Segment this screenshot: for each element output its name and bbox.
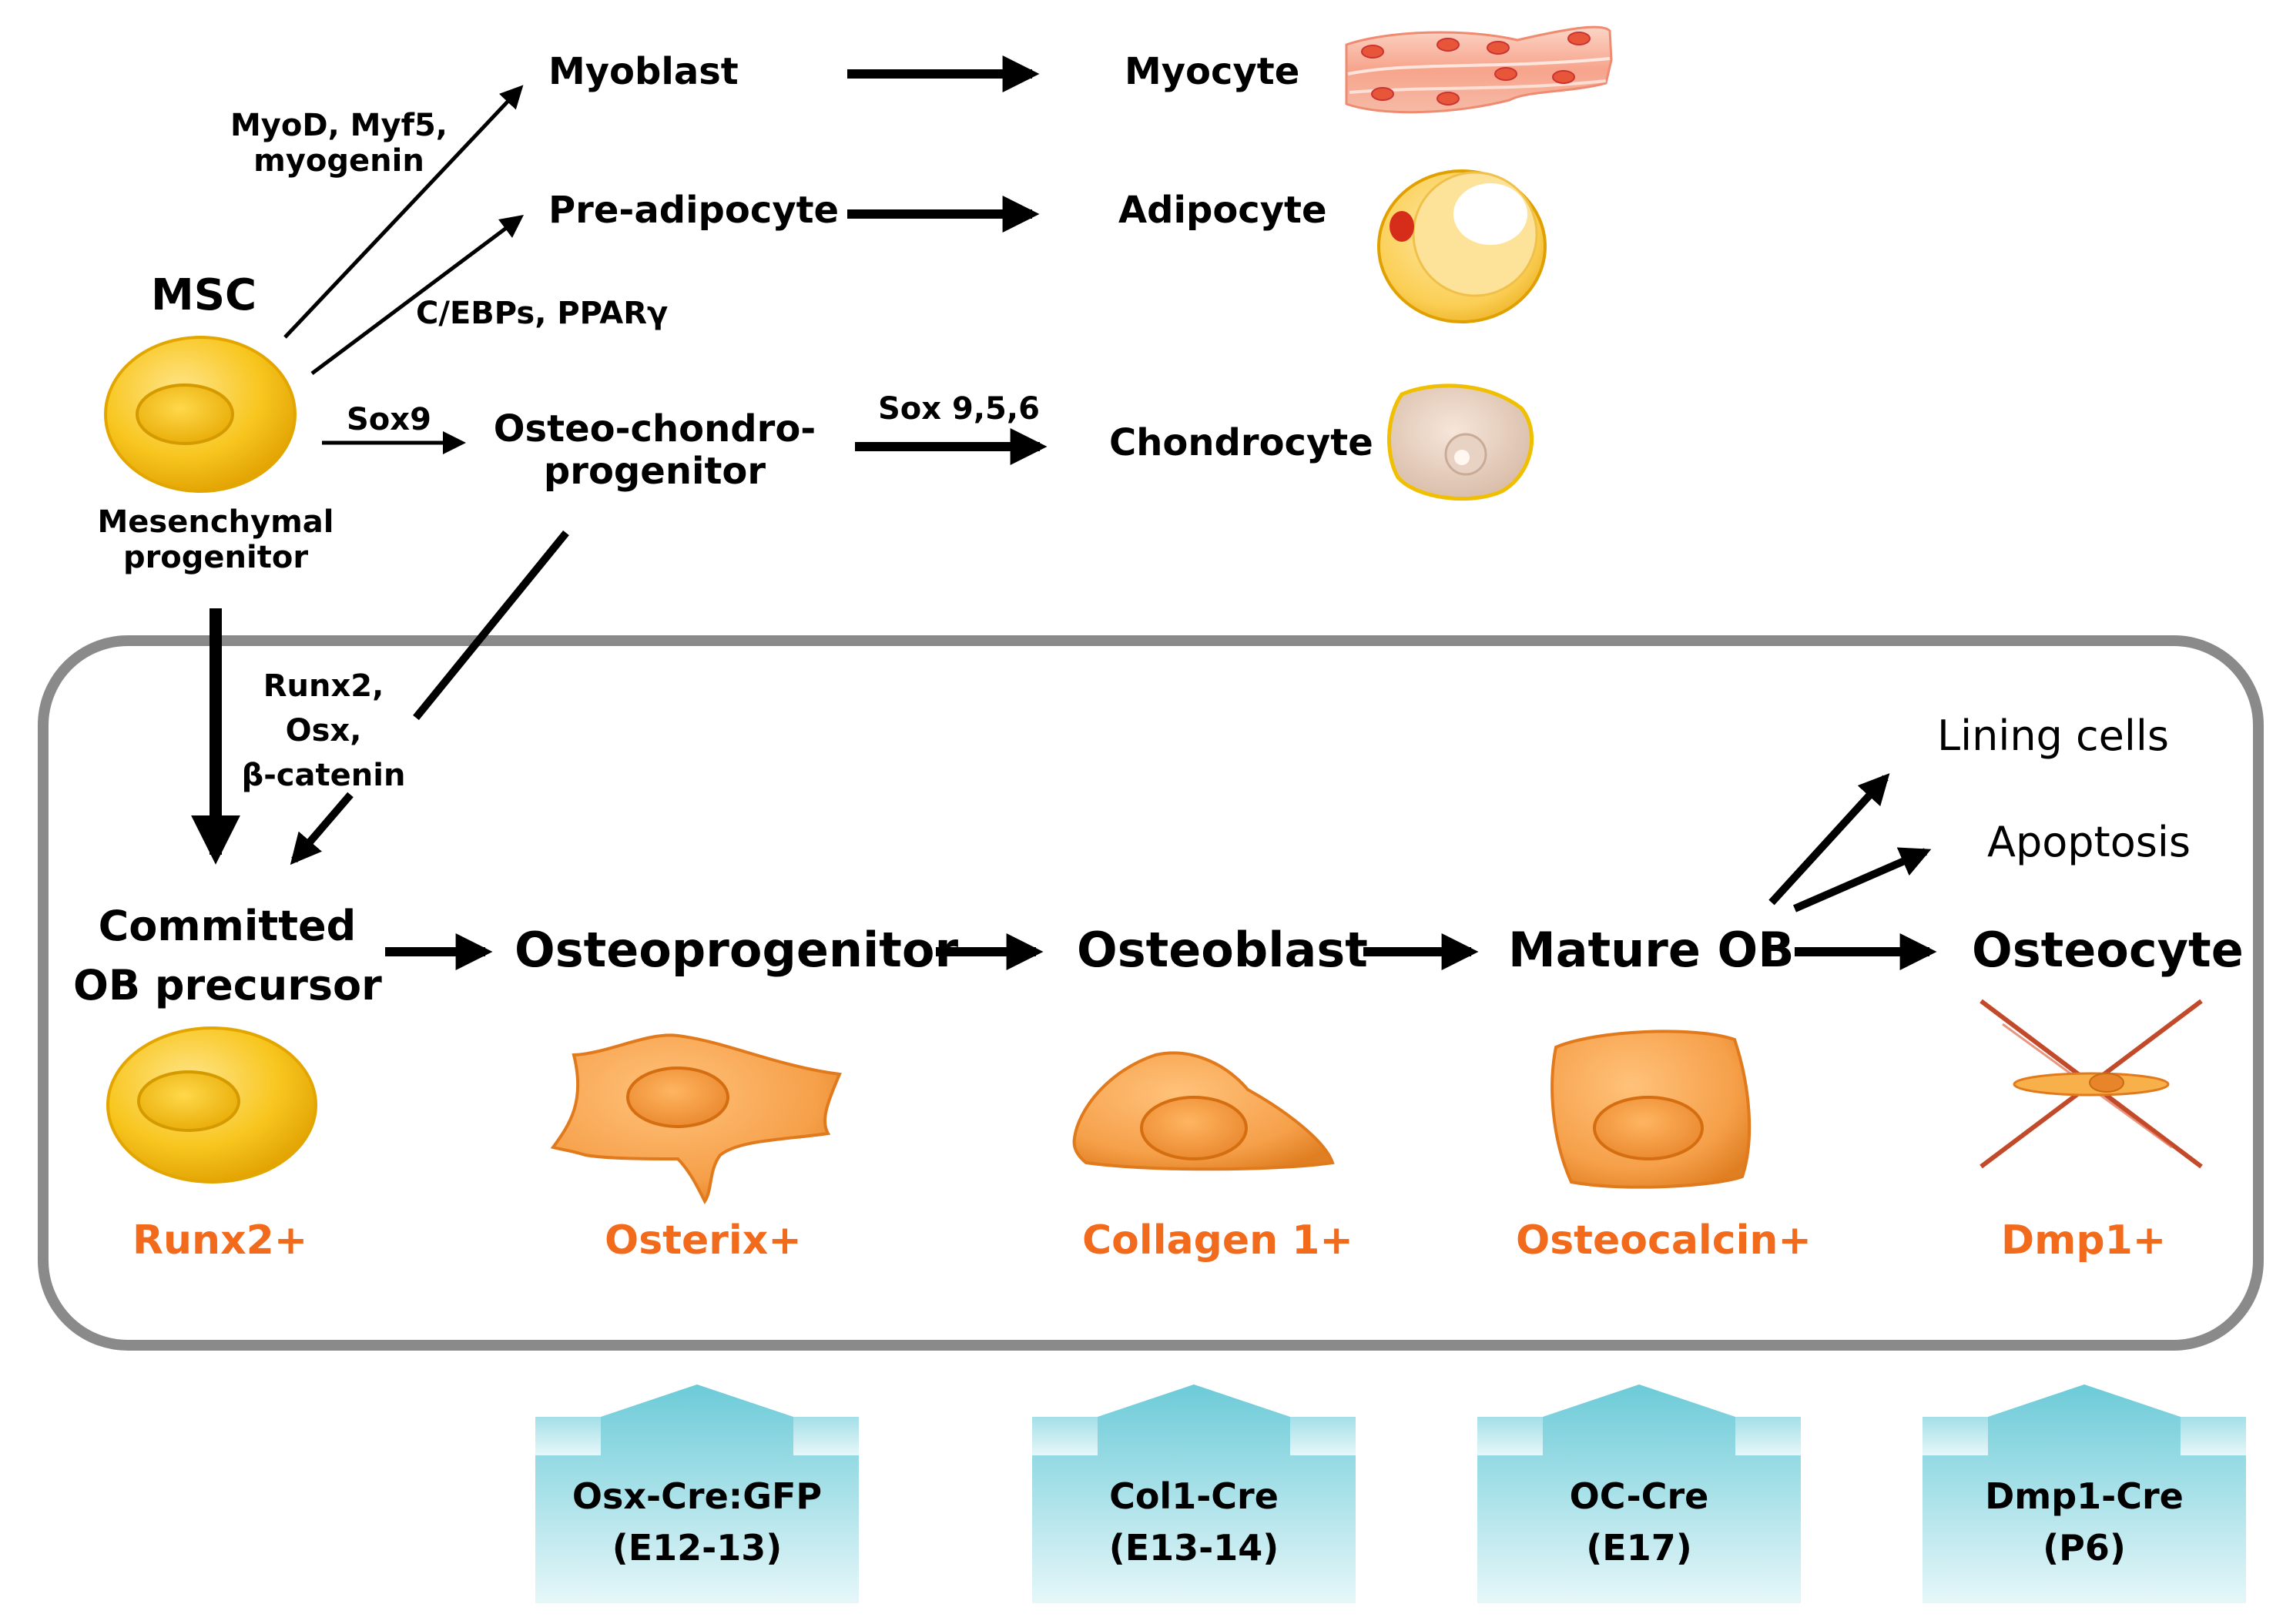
osteocyte-label: Osteocyte (1972, 922, 2244, 978)
cre-name-osx: Osx-Cre:GFP (572, 1475, 823, 1517)
msc-cell (104, 336, 297, 493)
marker-osterix: Osterix+ (605, 1217, 802, 1264)
cre-shape-dmp1 (1923, 1385, 2246, 1603)
myod-line1: MyoD, Myf5, (230, 108, 448, 143)
cre-stage-osx: (E12-13) (612, 1526, 783, 1569)
committed-line2: OB precursor (73, 960, 382, 1010)
pre-adipocyte-label: Pre-adipocyte (548, 189, 840, 232)
osteoblast-cell (1072, 1051, 1335, 1171)
runx-line3: β-catenin (241, 758, 406, 793)
runx-line2: Osx, (285, 713, 362, 748)
marker-dmp1: Dmp1+ (2001, 1217, 2167, 1264)
cre-label-col1: Col1-Cre (E13-14) (1032, 1471, 1356, 1573)
arrow-osteochondro-committed-upper (413, 530, 569, 721)
osteochondro-line1: Osteo-chondro- (493, 407, 816, 450)
arrow-matureob-apoptosis (1793, 847, 1932, 912)
cre-shape-osx (535, 1385, 859, 1603)
marker-runx2: Runx2+ (132, 1217, 308, 1264)
osteoblast-label: Osteoblast (1077, 922, 1368, 978)
cre-label-osx: Osx-Cre:GFP (E12-13) (535, 1471, 859, 1573)
adipocyte-label: Adipocyte (1118, 189, 1327, 232)
cre-label-oc: OC-Cre (E17) (1477, 1471, 1801, 1573)
msc-label: MSC (151, 270, 257, 320)
chondrocyte-label: Chondrocyte (1109, 421, 1373, 464)
committed-precursor-cell (106, 1026, 317, 1184)
myod-label: MyoD, Myf5, myogenin (216, 108, 462, 179)
osteoprogenitor-label: Osteoprogenitor (515, 922, 959, 978)
marker-collagen: Collagen 1+ (1082, 1217, 1353, 1264)
runx-factors-label: Runx2, Osx, β-catenin (235, 664, 412, 798)
myod-line2: myogenin (253, 143, 424, 179)
cre-name-dmp1: Dmp1-Cre (1985, 1475, 2184, 1517)
cre-stage-oc: (E17) (1586, 1526, 1692, 1569)
osteochondro-label: Osteo-chondro- progenitor (485, 407, 824, 494)
mesenchymal-label: Mesenchymal progenitor (85, 504, 347, 575)
sox956-label: Sox 9,5,6 (878, 391, 1040, 427)
arrow-osteochondro-committed-lower (290, 792, 354, 866)
mature-ob-label: Mature OB (1508, 922, 1795, 978)
osteochondro-line2: progenitor (543, 450, 766, 494)
myocyte-cell (1345, 25, 1613, 114)
arrow-matureob-lining (1768, 773, 1890, 906)
cebp-label: C/EBPs, PPARγ (416, 296, 669, 331)
cre-name-oc: OC-Cre (1569, 1475, 1709, 1517)
myoblast-label: Myoblast (548, 50, 739, 93)
cre-label-dmp1: Dmp1-Cre (P6) (1923, 1471, 2246, 1573)
mesenchymal-line2: progenitor (122, 540, 309, 575)
apoptosis-label: Apoptosis (1987, 818, 2191, 866)
myocyte-label: Myocyte (1125, 50, 1300, 93)
lining-cells-label: Lining cells (1937, 712, 2170, 760)
cre-stage-dmp1: (P6) (2043, 1526, 2126, 1569)
osteocyte-cell (1980, 999, 2203, 1169)
cre-name-col1: Col1-Cre (1109, 1475, 1279, 1517)
committed-line1: Committed (98, 902, 357, 950)
mature-ob-cell (1550, 1030, 1752, 1189)
committed-label: Committed OB precursor (73, 897, 382, 1015)
chondrocyte-cell (1387, 383, 1534, 501)
marker-osteocalcin: Osteocalcin+ (1516, 1217, 1812, 1264)
mesenchymal-line1: Mesenchymal (97, 504, 334, 540)
runx-line1: Runx2, (263, 668, 384, 704)
cre-shape-oc (1477, 1385, 1801, 1603)
cre-shape-col1 (1032, 1385, 1356, 1603)
adipocyte-cell (1377, 169, 1547, 323)
arrow-msc-preadipocyte (310, 215, 525, 376)
sox9-label: Sox9 (347, 402, 431, 437)
arrow-msc-myoblast (283, 85, 524, 339)
cre-stage-col1: (E13-14) (1108, 1526, 1279, 1569)
osteoprogenitor-cell (550, 1033, 842, 1204)
